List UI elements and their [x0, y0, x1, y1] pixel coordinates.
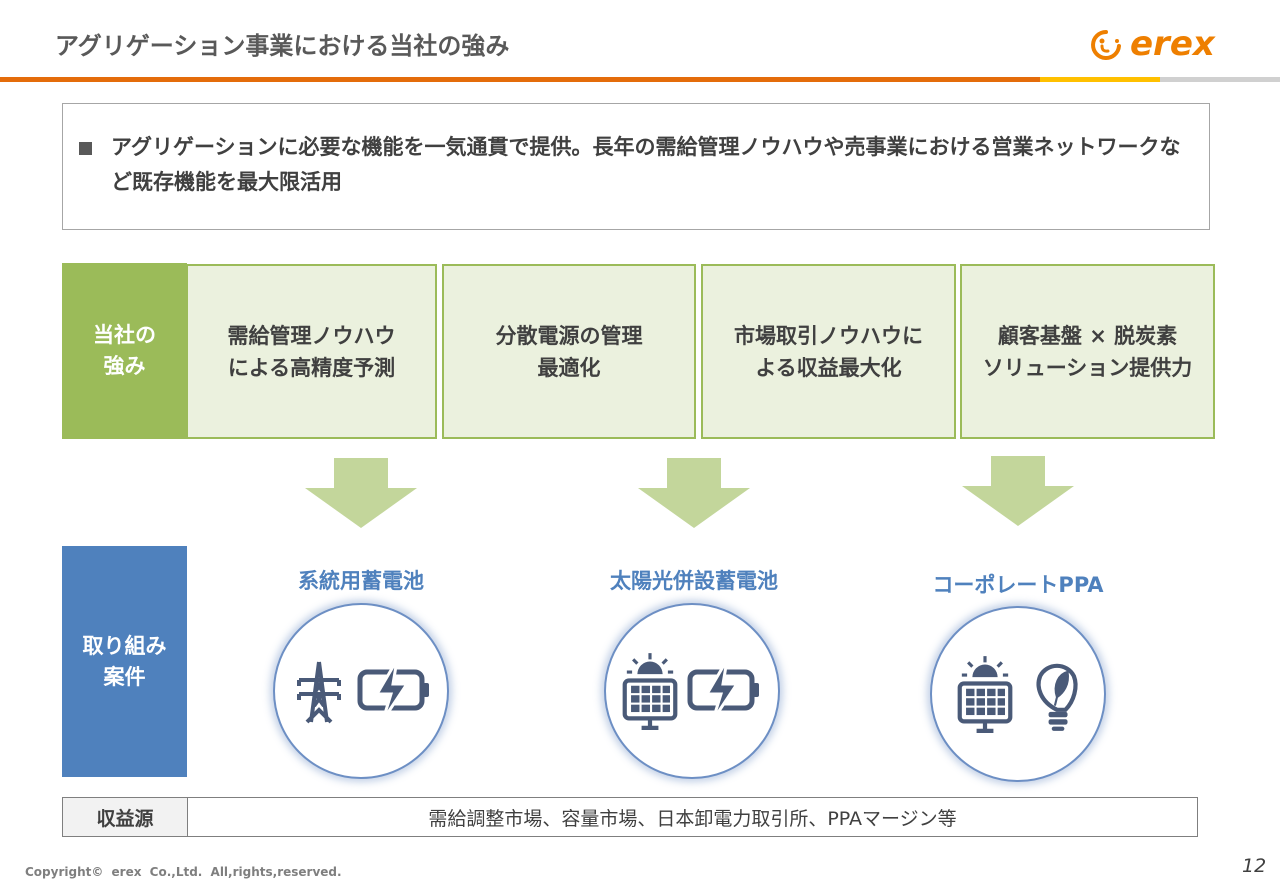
strength-item: 市場取引ノウハウに よる収益最大化 — [701, 264, 956, 439]
header-rule-yellow — [1040, 77, 1160, 82]
revenue-label: 収益源 — [63, 798, 188, 836]
erex-logo: erex — [1091, 24, 1216, 64]
project-icon-circle — [604, 603, 780, 779]
eco-lightbulb-icon — [1033, 655, 1081, 733]
down-arrow-icon — [305, 458, 417, 528]
project-title: コーポレートPPA — [932, 573, 1104, 597]
project-icon-circle — [930, 606, 1106, 782]
bullet-square-icon — [79, 142, 92, 155]
copyright: Copyright© erex Co.,Ltd. All,rights,rese… — [25, 865, 342, 879]
strength-item: 分散電源の管理 最適化 — [442, 264, 696, 439]
summary-text: アグリゲーションに必要な機能を一気通貫で提供。長年の需給管理ノウハウや売事業にお… — [111, 135, 1181, 194]
battery-charging-icon — [356, 658, 434, 724]
page-title: アグリゲーション事業における当社の強み — [55, 32, 510, 60]
project-title: 太陽光併設蓄電池 — [610, 569, 778, 593]
strengths-label: 当社の 強み — [62, 263, 187, 439]
revenue-table: 収益源 需給調整市場、容量市場、日本卸電力取引所、PPAマージン等 — [62, 797, 1198, 837]
header-rule-gray — [1160, 77, 1280, 82]
down-arrow-icon — [962, 456, 1074, 526]
strength-item: 需給管理ノウハウ による高精度予測 — [186, 264, 437, 439]
header-rule-orange — [0, 77, 1040, 82]
solar-panel-icon — [620, 651, 680, 731]
transmission-tower-icon — [297, 660, 341, 724]
project-icon-circle — [273, 603, 449, 779]
solar-panel-icon — [955, 654, 1015, 734]
projects-label: 取り組み 案件 — [62, 546, 187, 777]
summary-box: アグリゲーションに必要な機能を一気通貫で提供。長年の需給管理ノウハウや売事業にお… — [62, 103, 1210, 230]
page-number: 12 — [1242, 855, 1267, 877]
battery-charging-icon — [686, 658, 764, 724]
svg-text:erex: erex — [1130, 24, 1216, 64]
down-arrow-icon — [638, 458, 750, 528]
strength-item: 顧客基盤 × 脱炭素 ソリューション提供力 — [960, 264, 1215, 439]
project-title: 系統用蓄電池 — [298, 569, 424, 593]
revenue-value: 需給調整市場、容量市場、日本卸電力取引所、PPAマージン等 — [428, 807, 957, 830]
